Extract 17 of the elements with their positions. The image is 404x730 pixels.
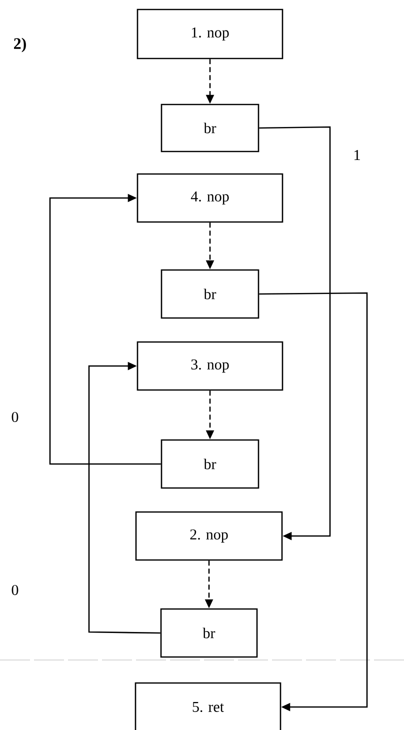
process-box: 5. ret <box>134 682 282 730</box>
arrow <box>259 126 331 540</box>
process-box: br <box>160 608 258 658</box>
arrow <box>259 292 368 712</box>
process-box: 2. nop <box>135 511 283 561</box>
arrow <box>88 362 160 634</box>
process-box: br <box>160 439 260 489</box>
edge-label: 1 <box>354 150 360 160</box>
process-box: br <box>160 104 260 152</box>
process-box: br <box>160 269 260 319</box>
process-box: 3. nop <box>136 341 284 391</box>
arrow <box>49 194 161 465</box>
edge-label: 0 <box>12 584 18 596</box>
edge-label: 0 <box>12 412 18 422</box>
process-box: 4. nop <box>136 173 284 223</box>
process-box: 1. nop <box>136 8 284 60</box>
figure-label: 2) <box>14 38 26 52</box>
